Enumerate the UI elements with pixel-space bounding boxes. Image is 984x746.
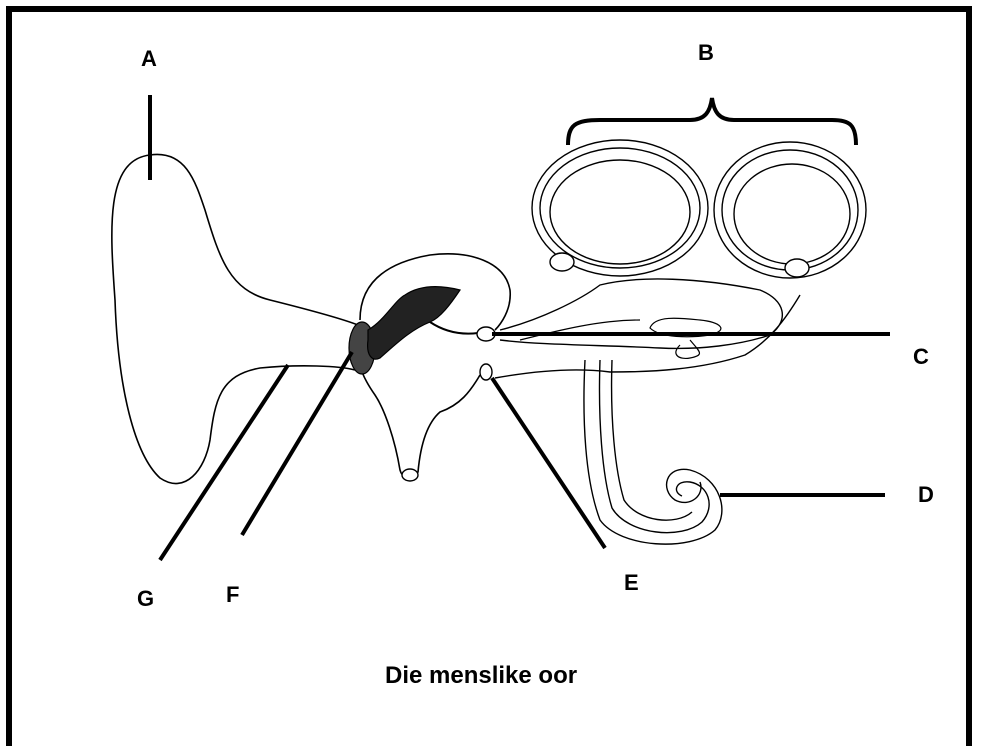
stapes-link: [430, 322, 478, 334]
leader-line-f: [242, 352, 352, 535]
outer-ear-outline: [112, 155, 355, 484]
leader-line-e: [492, 378, 605, 548]
ampulla-left: [550, 253, 574, 271]
label-b-brace: [568, 98, 856, 145]
label-d: D: [918, 484, 934, 506]
ampulla-right: [785, 259, 809, 277]
ossicles: [368, 287, 460, 359]
eustachian-opening: [402, 469, 418, 481]
ear-canal-top: [150, 154, 358, 325]
leader-line-g: [160, 365, 288, 560]
cochlea: [584, 360, 722, 544]
label-f: F: [226, 584, 239, 606]
vestibule: [495, 279, 800, 378]
label-a: A: [141, 48, 157, 70]
label-c: C: [913, 346, 929, 368]
round-window: [480, 364, 492, 380]
semicircular-canals: [532, 140, 866, 278]
label-g: G: [137, 588, 154, 610]
diagram-caption: Die menslike oor: [385, 662, 577, 690]
label-b: B: [698, 42, 714, 64]
label-e: E: [624, 572, 639, 594]
